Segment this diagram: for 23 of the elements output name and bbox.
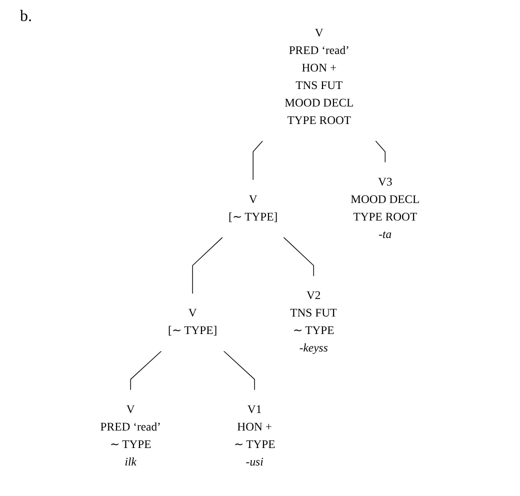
node-label: MOOD DECL — [350, 193, 420, 206]
node-label: PRED ‘read’ — [288, 44, 350, 57]
node-label: TNS FUT — [290, 307, 338, 320]
node-label: HON + — [237, 420, 272, 434]
node-label: TYPE ROOT — [287, 114, 352, 127]
node-label: HON + — [302, 62, 337, 74]
example-label: b. — [20, 8, 32, 26]
node-label: V — [314, 26, 324, 40]
node-label: TNS FUT — [296, 79, 343, 92]
node-label: MOOD DECL — [284, 96, 354, 110]
node-label: -usi — [246, 456, 264, 468]
node-label: V3 — [378, 176, 392, 188]
node-label: -ta — [378, 228, 392, 241]
node-label: ilk — [124, 456, 136, 468]
node-label: V — [126, 403, 135, 416]
node-label: ∼ TYPE — [292, 324, 334, 337]
node-label: ∼ TYPE — [110, 438, 152, 451]
node-label: TYPE ROOT — [353, 210, 418, 224]
node-label: V2 — [306, 290, 321, 302]
node-label: ∼ TYPE — [234, 438, 276, 451]
node-label: -keyss — [299, 342, 328, 355]
node-label: PRED ‘read’ — [100, 420, 161, 434]
node-label: V1 — [247, 403, 262, 416]
